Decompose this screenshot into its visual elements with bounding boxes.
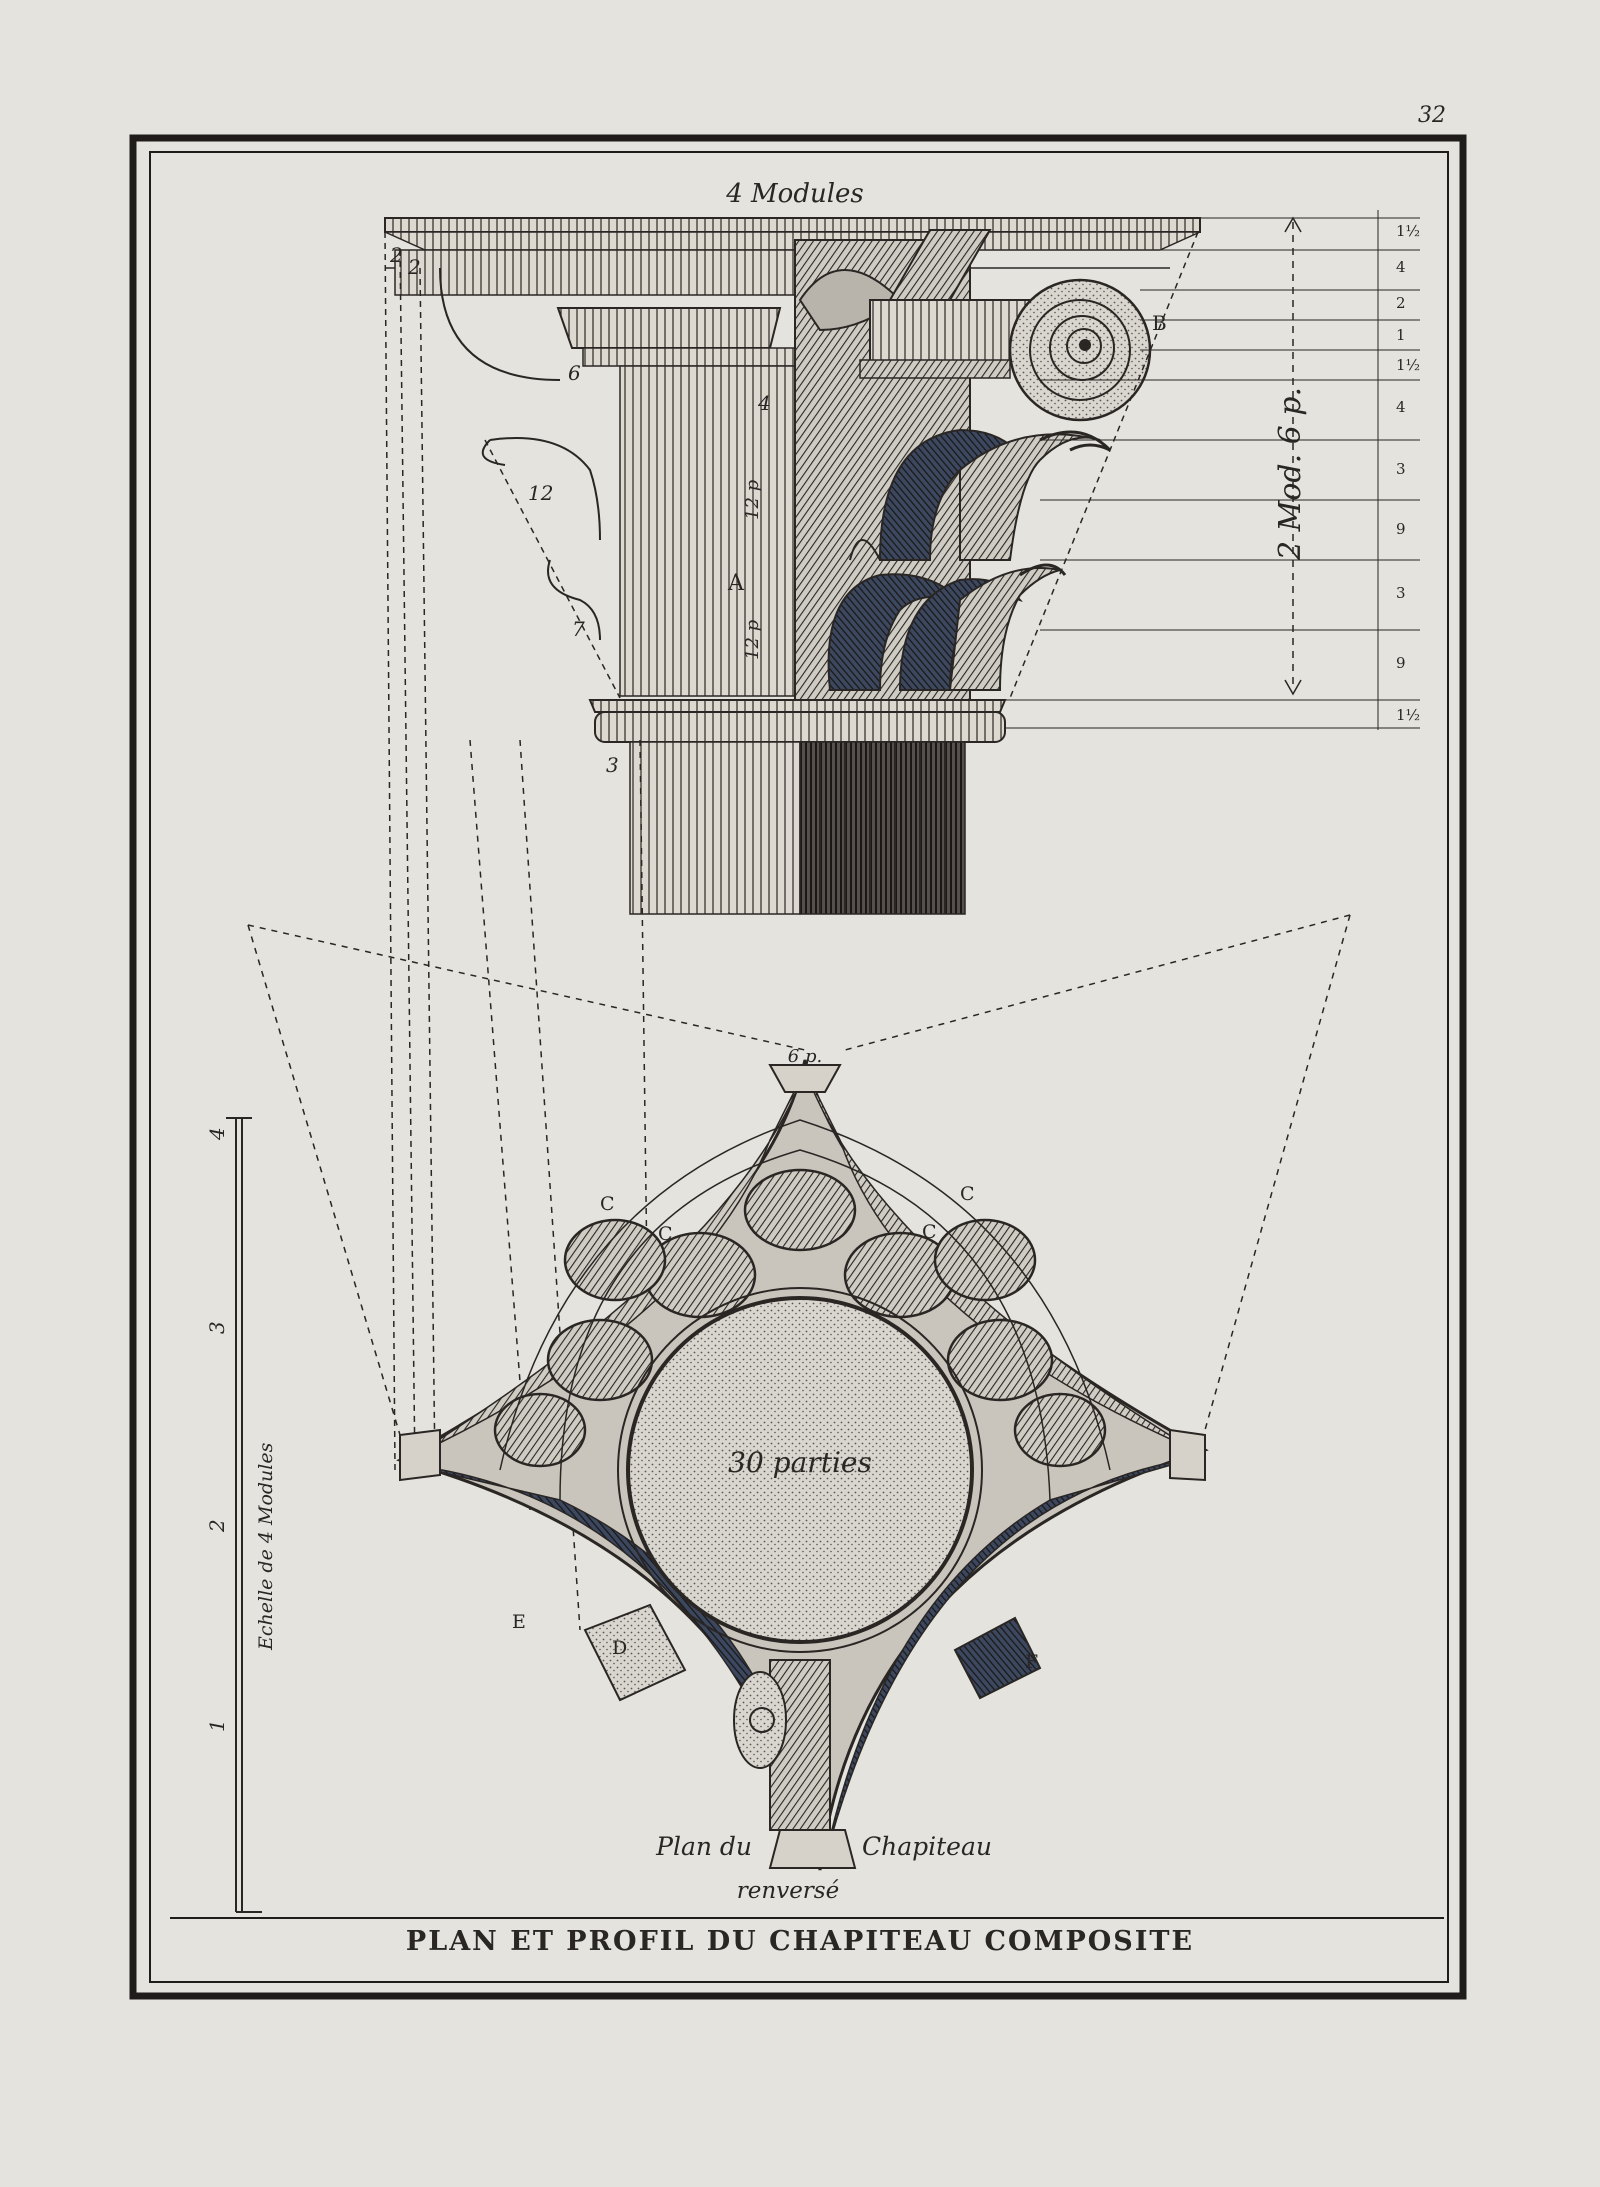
capital-elevation: 4 Modules B	[384, 179, 1420, 1471]
shaft-label-upper: 4	[757, 391, 771, 415]
label-left-a: 2	[389, 243, 403, 267]
plan-letter-d: D	[612, 1637, 627, 1659]
svg-text:9: 9	[1396, 654, 1406, 672]
height-label: 2 Mod. 6 p.	[1273, 387, 1308, 561]
top-point-label: 6 p.	[788, 1046, 822, 1067]
plan-label-right: Chapiteau	[862, 1832, 992, 1861]
scale-tick-2: 2	[205, 1519, 229, 1533]
plan-letter-c2: C	[658, 1223, 673, 1245]
svg-text:3: 3	[1396, 584, 1406, 602]
scale-label: Echelle de 4 Modules	[255, 1442, 277, 1651]
scale-bar: 1 2 3 4 Echelle de 4 Modules	[205, 1117, 277, 1913]
scale-tick-1: 1	[205, 1719, 229, 1732]
svg-text:3: 3	[1396, 460, 1406, 478]
plan-letter-c1: C	[600, 1193, 615, 1215]
plate-frame	[129, 134, 1467, 2000]
label-left-b: 2	[407, 255, 421, 279]
modules-label: 4 Modules	[725, 179, 864, 209]
scale-tick-4: 4	[205, 1127, 229, 1141]
svg-text:2: 2	[1396, 294, 1406, 312]
svg-text:4: 4	[1396, 258, 1406, 276]
svg-text:1½: 1½	[1396, 356, 1420, 374]
label-left-d: 12	[528, 481, 553, 505]
plan-letter-c3: C	[922, 1221, 937, 1243]
svg-text:1½: 1½	[1396, 222, 1420, 240]
shaft-label-mid-top: 12 p	[742, 479, 763, 520]
shaft-label-mid-bottom: 12 p	[742, 619, 763, 660]
shaft-letter: A	[727, 571, 745, 596]
svg-text:1½: 1½	[1396, 706, 1420, 724]
right-scale: 1½ 4 2 1 1½ 4 3 9 3 9 1½	[1396, 222, 1420, 724]
svg-text:1: 1	[1396, 326, 1406, 344]
capital-plan: 30 parties 6 p. C C C C D E F Plan du Ch…	[247, 739, 1351, 1904]
svg-text:4: 4	[1396, 398, 1406, 416]
plan-label-left: Plan du	[655, 1832, 752, 1861]
plate-caption: PLAN ET PROFIL DU CHAPITEAU COMPOSITE	[406, 1926, 1194, 1957]
plan-label-below: renversé	[737, 1878, 839, 1904]
scale-tick-3: 3	[205, 1321, 229, 1334]
plan-letter-e: E	[512, 1611, 526, 1633]
volute	[1008, 278, 1152, 422]
svg-text:9: 9	[1396, 520, 1406, 538]
label-left-f: 3	[606, 753, 619, 777]
page-number: 32	[1418, 103, 1446, 128]
label-left-c: 6	[568, 361, 581, 385]
plan-letter-f: F	[1025, 1651, 1038, 1673]
plan-letter-c4: C	[960, 1183, 975, 1205]
label-left-e: 7	[572, 617, 585, 641]
center-label: 30 parties	[728, 1446, 872, 1479]
